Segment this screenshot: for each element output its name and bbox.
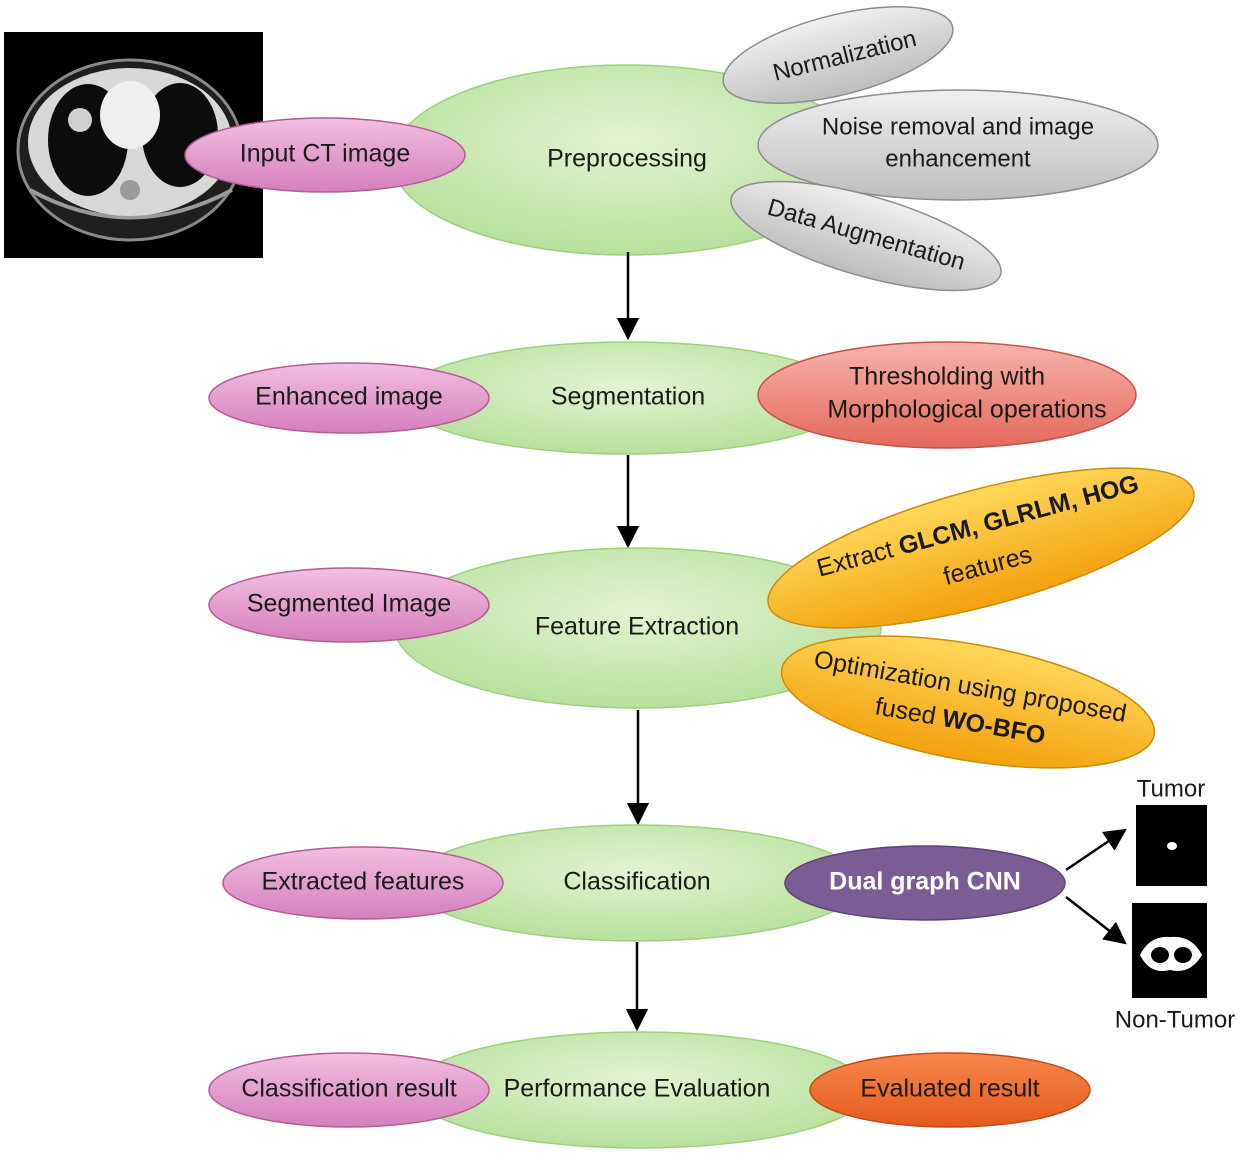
noise-removal-label-line2: enhancement xyxy=(885,145,1031,172)
input-ct-scan-image xyxy=(4,32,263,258)
input-ct-image-node: Input CT image xyxy=(184,117,466,193)
arrow-to-non-tumor xyxy=(1065,896,1127,945)
noise-removal-label-line1: Noise removal and image xyxy=(822,113,1094,140)
thresholding-method-node: Thresholding with Morphological operatio… xyxy=(757,341,1137,449)
normalization-step: Normalization xyxy=(722,6,954,104)
dual-graph-cnn-node: Dual graph CNN xyxy=(784,845,1066,921)
segmented-image-label: Segmented Image xyxy=(247,590,451,618)
classification-stage: Classification xyxy=(411,824,863,942)
tumor-mask-image xyxy=(1136,805,1207,886)
classification-result-label: Classification result xyxy=(241,1075,456,1103)
dual-graph-cnn-label: Dual graph CNN xyxy=(829,868,1021,896)
feature-extraction-label: Feature Extraction xyxy=(535,613,739,641)
performance-evaluation-stage: Performance Evaluation xyxy=(411,1031,869,1149)
performance-evaluation-label: Performance Evaluation xyxy=(504,1075,771,1103)
feature-extraction-stage: Feature Extraction xyxy=(394,547,882,709)
enhanced-image-label: Enhanced image xyxy=(255,383,443,411)
noise-removal-step: Noise removal and image enhancement xyxy=(757,89,1159,201)
arrow-to-tumor xyxy=(1065,828,1127,872)
input-ct-image-label: Input CT image xyxy=(240,140,410,168)
classification-result-node: Classification result xyxy=(208,1052,490,1128)
segmentation-stage: Segmentation xyxy=(402,341,854,455)
segmented-image-node: Segmented Image xyxy=(208,567,490,643)
preprocessing-label: Preprocessing xyxy=(547,145,707,173)
glcm-extraction-node: Extract GLCM, GLRLM, HOG features xyxy=(767,467,1195,629)
extracted-features-label: Extracted features xyxy=(262,868,465,896)
evaluated-result-node: Evaluated result xyxy=(809,1052,1091,1128)
classification-label: Classification xyxy=(563,868,710,896)
thresholding-label-line1: Thresholding with xyxy=(849,363,1045,391)
non-tumor-mask-image xyxy=(1132,903,1207,998)
segmentation-label: Segmentation xyxy=(551,383,705,411)
extracted-features-node: Extracted features xyxy=(222,846,504,920)
non-tumor-caption: Non-Tumor xyxy=(1115,1006,1235,1033)
evaluated-result-label: Evaluated result xyxy=(860,1075,1039,1103)
tumor-caption: Tumor xyxy=(1137,775,1205,802)
enhanced-image-node: Enhanced image xyxy=(208,362,490,434)
thresholding-label-line2: Morphological operations xyxy=(827,396,1106,424)
